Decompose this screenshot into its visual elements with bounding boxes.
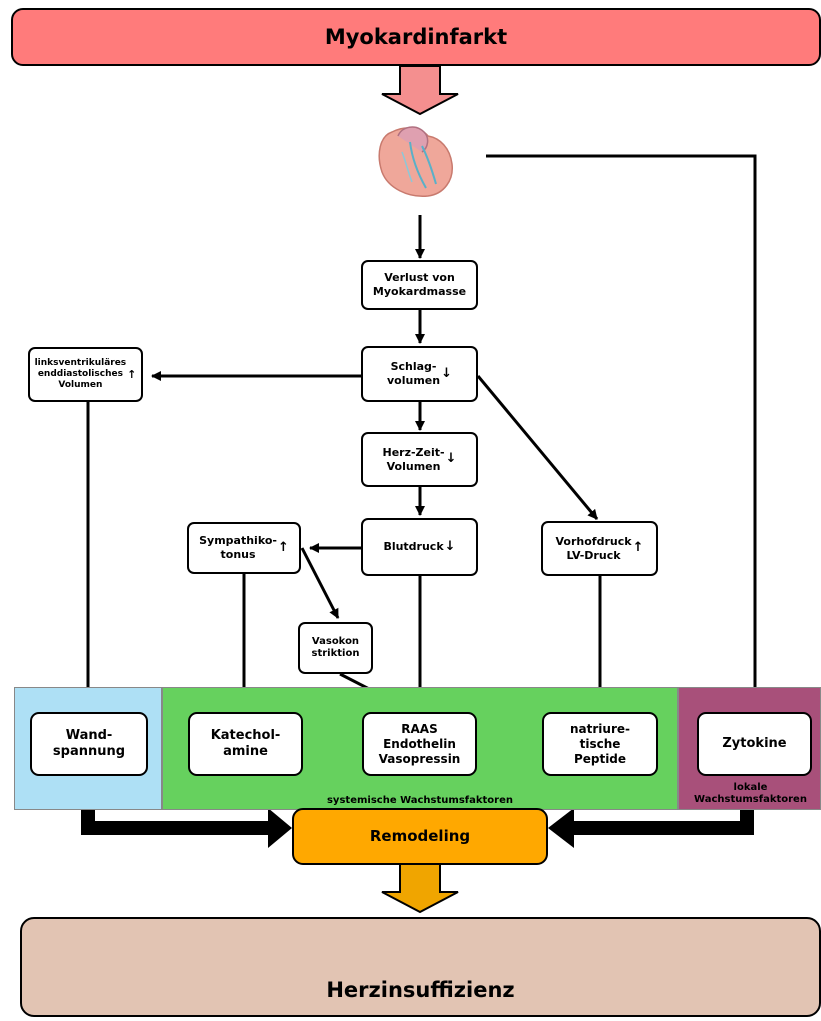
decrease-arrow-icon: ↓ — [445, 451, 457, 467]
header-down-arrow — [381, 66, 459, 116]
herz-zeit-volumen-node: Herz-Zeit- Volumen↓ — [361, 432, 478, 487]
local-growth-factors-label: lokale Wachstumsfaktoren — [694, 782, 807, 805]
verlust-myokardmasse-node: Verlust von Myokardmasse — [361, 260, 478, 310]
remodeling-box: Remodeling — [292, 808, 548, 865]
lved-volumen-node: linksventrikuläres enddiastolisches Volu… — [28, 347, 143, 402]
vorhofdruck-node: Vorhofdruck LV-Druck↑ — [541, 521, 658, 576]
zytokine-box: Zytokine — [697, 712, 812, 776]
increase-arrow-icon: ↑ — [277, 539, 289, 555]
footer-label: Herzinsuffizienz — [326, 977, 515, 1002]
heart-icon — [378, 126, 453, 197]
decrease-arrow-icon: ↓ — [444, 538, 456, 554]
systemic-growth-factors-label: systemische Wachstumsfaktoren — [326, 795, 514, 806]
herzinsuffizienz-footer: Herzinsuffizienz — [20, 917, 821, 1017]
header-label: Myokardinfarkt — [324, 24, 508, 49]
decrease-arrow-icon: ↓ — [441, 365, 452, 381]
increase-arrow-icon: ↑ — [632, 540, 644, 556]
schlagvolumen-node: Schlag- volumen↓ — [361, 346, 478, 402]
increase-arrow-icon: ↑ — [127, 367, 137, 381]
katecholamine-box: Katechol- amine — [188, 712, 303, 776]
raas-endothelin-vasopressin-box: RAAS Endothelin Vasopressin — [362, 712, 477, 776]
myokardinfarkt-header: Myokardinfarkt — [11, 8, 821, 66]
sympathikotonus-node: Sympathiko- tonus↑ — [187, 522, 301, 574]
remodeling-down-arrow — [381, 864, 459, 914]
vasokonstriktion-node: Vasokon striktion — [298, 622, 373, 674]
blutdruck-node: Blutdruck↓ — [361, 518, 478, 576]
natriuretische-peptide-box: natriure- tische Peptide — [542, 712, 658, 776]
wandspannung-box: Wand- spannung — [30, 712, 148, 776]
